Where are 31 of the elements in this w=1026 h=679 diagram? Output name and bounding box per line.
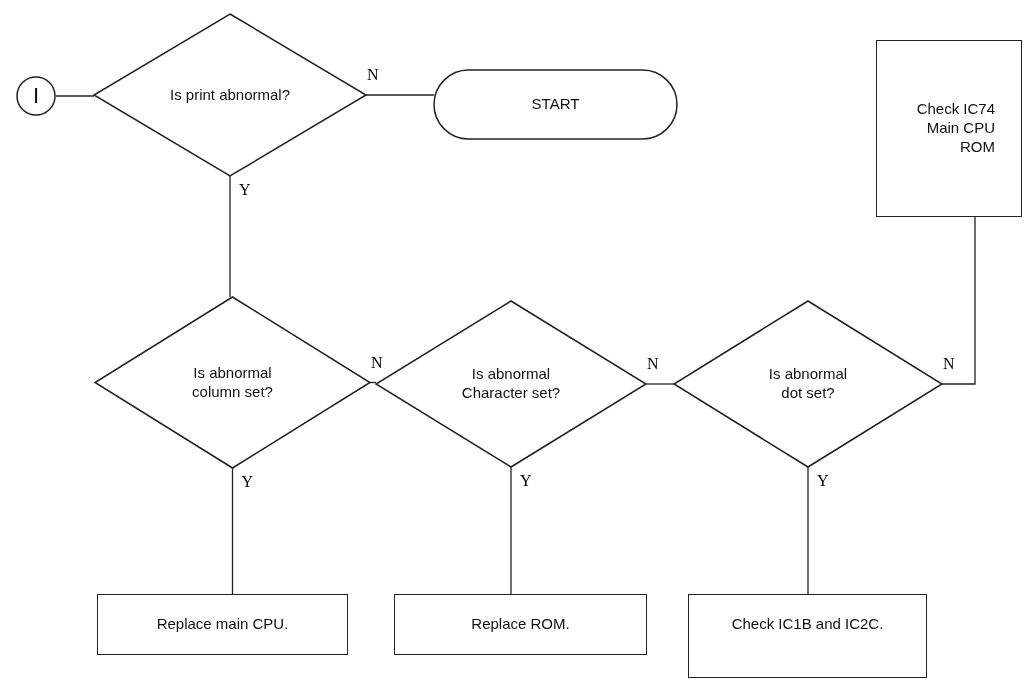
node-text: Is print abnormal? (169, 85, 291, 105)
node-text: Is abnormal column set? (191, 363, 274, 402)
node-text: START (531, 95, 580, 114)
connector-line (941, 216, 976, 385)
edge-label: N (370, 354, 384, 371)
connector-line (645, 383, 675, 385)
process-box (876, 40, 1022, 217)
node-text: Replace main CPU. (156, 615, 289, 634)
process-box (97, 594, 348, 655)
connector-line (229, 175, 231, 298)
connector-line (807, 466, 809, 595)
connector-line (365, 94, 435, 96)
node-text: Check IC1B and IC2C. (731, 615, 884, 634)
process-box (688, 594, 927, 678)
connector-line (231, 467, 234, 595)
edge-label: Y (240, 474, 255, 490)
edge-label: Y (238, 182, 252, 198)
edge-label: Y (519, 473, 533, 489)
node-text: Is abnormal dot set? (767, 365, 849, 403)
connector-line (369, 381, 377, 384)
edge-label: Y (816, 473, 830, 489)
edge-label: N (366, 67, 380, 83)
node-text: Replace ROM. (471, 615, 570, 634)
node-text: Is abnormal Character set? (460, 365, 562, 403)
edge-label: N (646, 356, 660, 372)
connector-line (510, 466, 512, 595)
process-box (394, 594, 647, 655)
edge-label: N (942, 356, 956, 372)
connector-line (55, 95, 95, 97)
connector-label: I (32, 82, 40, 110)
node-text: Check IC74 Main CPU ROM (915, 100, 995, 157)
